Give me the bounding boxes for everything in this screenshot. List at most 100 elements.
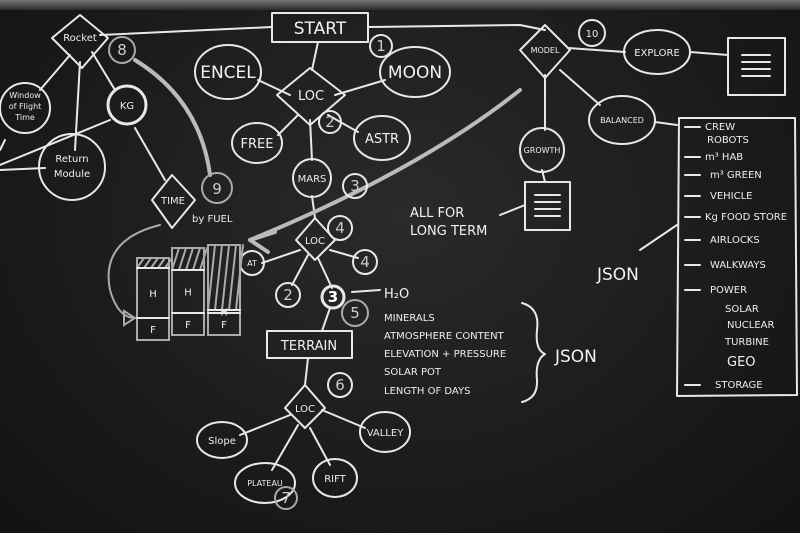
hatch-mark [178,247,187,271]
step-9-marker [201,172,233,204]
return-label-1: Return [55,154,88,165]
explore-node[interactable] [623,29,691,75]
sub-4-node[interactable] [352,249,378,275]
terrain-loc-decision[interactable] [284,384,326,429]
list-item-label: GEO [727,355,756,370]
list-item: m³ HAB [684,152,743,163]
sub-3-node[interactable] [320,284,346,310]
bar-outline [136,257,170,341]
prop-elevation: ELEVATION + PRESSURE [384,349,506,360]
hatch-mark [199,247,208,271]
step-8-marker [108,36,136,64]
bar-f-label: F [221,320,227,331]
hatch-mark [164,257,173,269]
list-item: WALKWAYS [684,260,766,271]
slope-label: Slope [208,436,236,447]
long-term-label-2: LONG TERM [410,224,487,239]
by-fuel-label: by FUEL [192,214,233,225]
free-node[interactable] [231,122,283,164]
mars-loc-label: LOC [305,236,325,247]
resource-bar: HF [136,257,173,341]
rocket-decision[interactable] [51,14,109,69]
step-5-label: 5 [350,304,360,322]
list-item: AIRLOCKS [684,235,760,246]
window-of-flight-time-node[interactable] [0,82,51,134]
prop-solar: SOLAR POT [384,367,442,378]
terrain-json-label: JSON [554,347,597,367]
list-item-label: m³ GREEN [710,170,762,181]
hatch-mark [228,244,237,311]
astr-label: ASTR [365,132,399,147]
step-1-label: 1 [376,37,386,55]
kg-node[interactable] [106,84,148,126]
step-3-marker [342,173,368,199]
mars-node[interactable] [292,158,332,198]
model-decision[interactable] [519,24,571,79]
list-item-label: VEHICLE [710,191,753,202]
return-label-2: Module [54,169,90,180]
step-6-marker [327,372,353,398]
bar-f-label: F [150,325,156,336]
growth-node[interactable] [519,127,565,173]
prop-h2o: H₂O [384,287,409,302]
bar-divider [136,267,170,319]
terrain-loc-label: LOC [295,404,315,415]
hatch-mark [185,247,194,271]
encel-node[interactable] [194,44,262,100]
bar-f-label: F [185,320,191,331]
list-item: SOLAR [725,304,759,315]
list-item: POWER [684,285,747,296]
sub-2-node[interactable] [275,282,301,308]
rift-label: RIFT [324,474,346,485]
plateau-node[interactable] [234,462,296,504]
step-2-marker [318,110,342,134]
loc-decision[interactable] [276,67,346,126]
moon-label: MOON [388,63,442,83]
step-10-marker [578,19,606,47]
hatch-mark [192,247,201,271]
valley-node[interactable] [359,411,411,453]
terrain-node[interactable] [266,330,353,359]
list-item-label: Kg FOOD STORE [705,212,787,223]
valley-label: VALLEY [367,428,405,439]
step-7-label: 7 [281,489,291,507]
return-module-node[interactable] [38,133,106,201]
sub-4-label: 4 [360,253,370,271]
step-9-label: 9 [212,180,222,198]
terrain-label: TERRAIN [280,339,337,354]
connectors [0,24,729,471]
slope-node[interactable] [196,421,248,459]
json-brace [521,302,546,403]
prop-days: LENGTH OF DAYS [384,386,470,397]
window-label-3: Time [14,113,35,122]
hatch-mark [150,257,159,269]
balanced-node[interactable] [588,95,656,145]
moon-node[interactable] [379,46,451,98]
at-label: AT [247,259,257,268]
sub-3-label: 3 [328,288,338,306]
start-node[interactable] [271,12,369,43]
rocket-label: Rocket [63,33,97,44]
hatch-mark [157,257,166,269]
astr-node[interactable] [353,115,411,161]
hatch-mark [235,244,244,311]
explore-document-icon [727,37,786,96]
balanced-label: BALANCED [600,116,644,125]
rift-node[interactable] [312,458,358,498]
list-item-label: AIRLOCKS [710,235,760,246]
step-8-label: 8 [117,41,127,59]
list-json-label: JSON [596,265,639,285]
hatch-mark [136,257,145,269]
loc-label: LOC [298,89,324,104]
hatch-mark [221,244,230,311]
step-3-label: 3 [350,177,360,195]
bar-outline [207,244,241,336]
resource-bar: HF [207,244,244,336]
growth-label: GROWTH [524,146,561,155]
step-2-label: 2 [325,113,335,131]
terrain-properties: H₂O MINERALS ATMOSPHERE CONTENT ELEVATIO… [384,287,597,403]
time-decision[interactable] [151,174,196,229]
hatch-mark [207,244,216,311]
